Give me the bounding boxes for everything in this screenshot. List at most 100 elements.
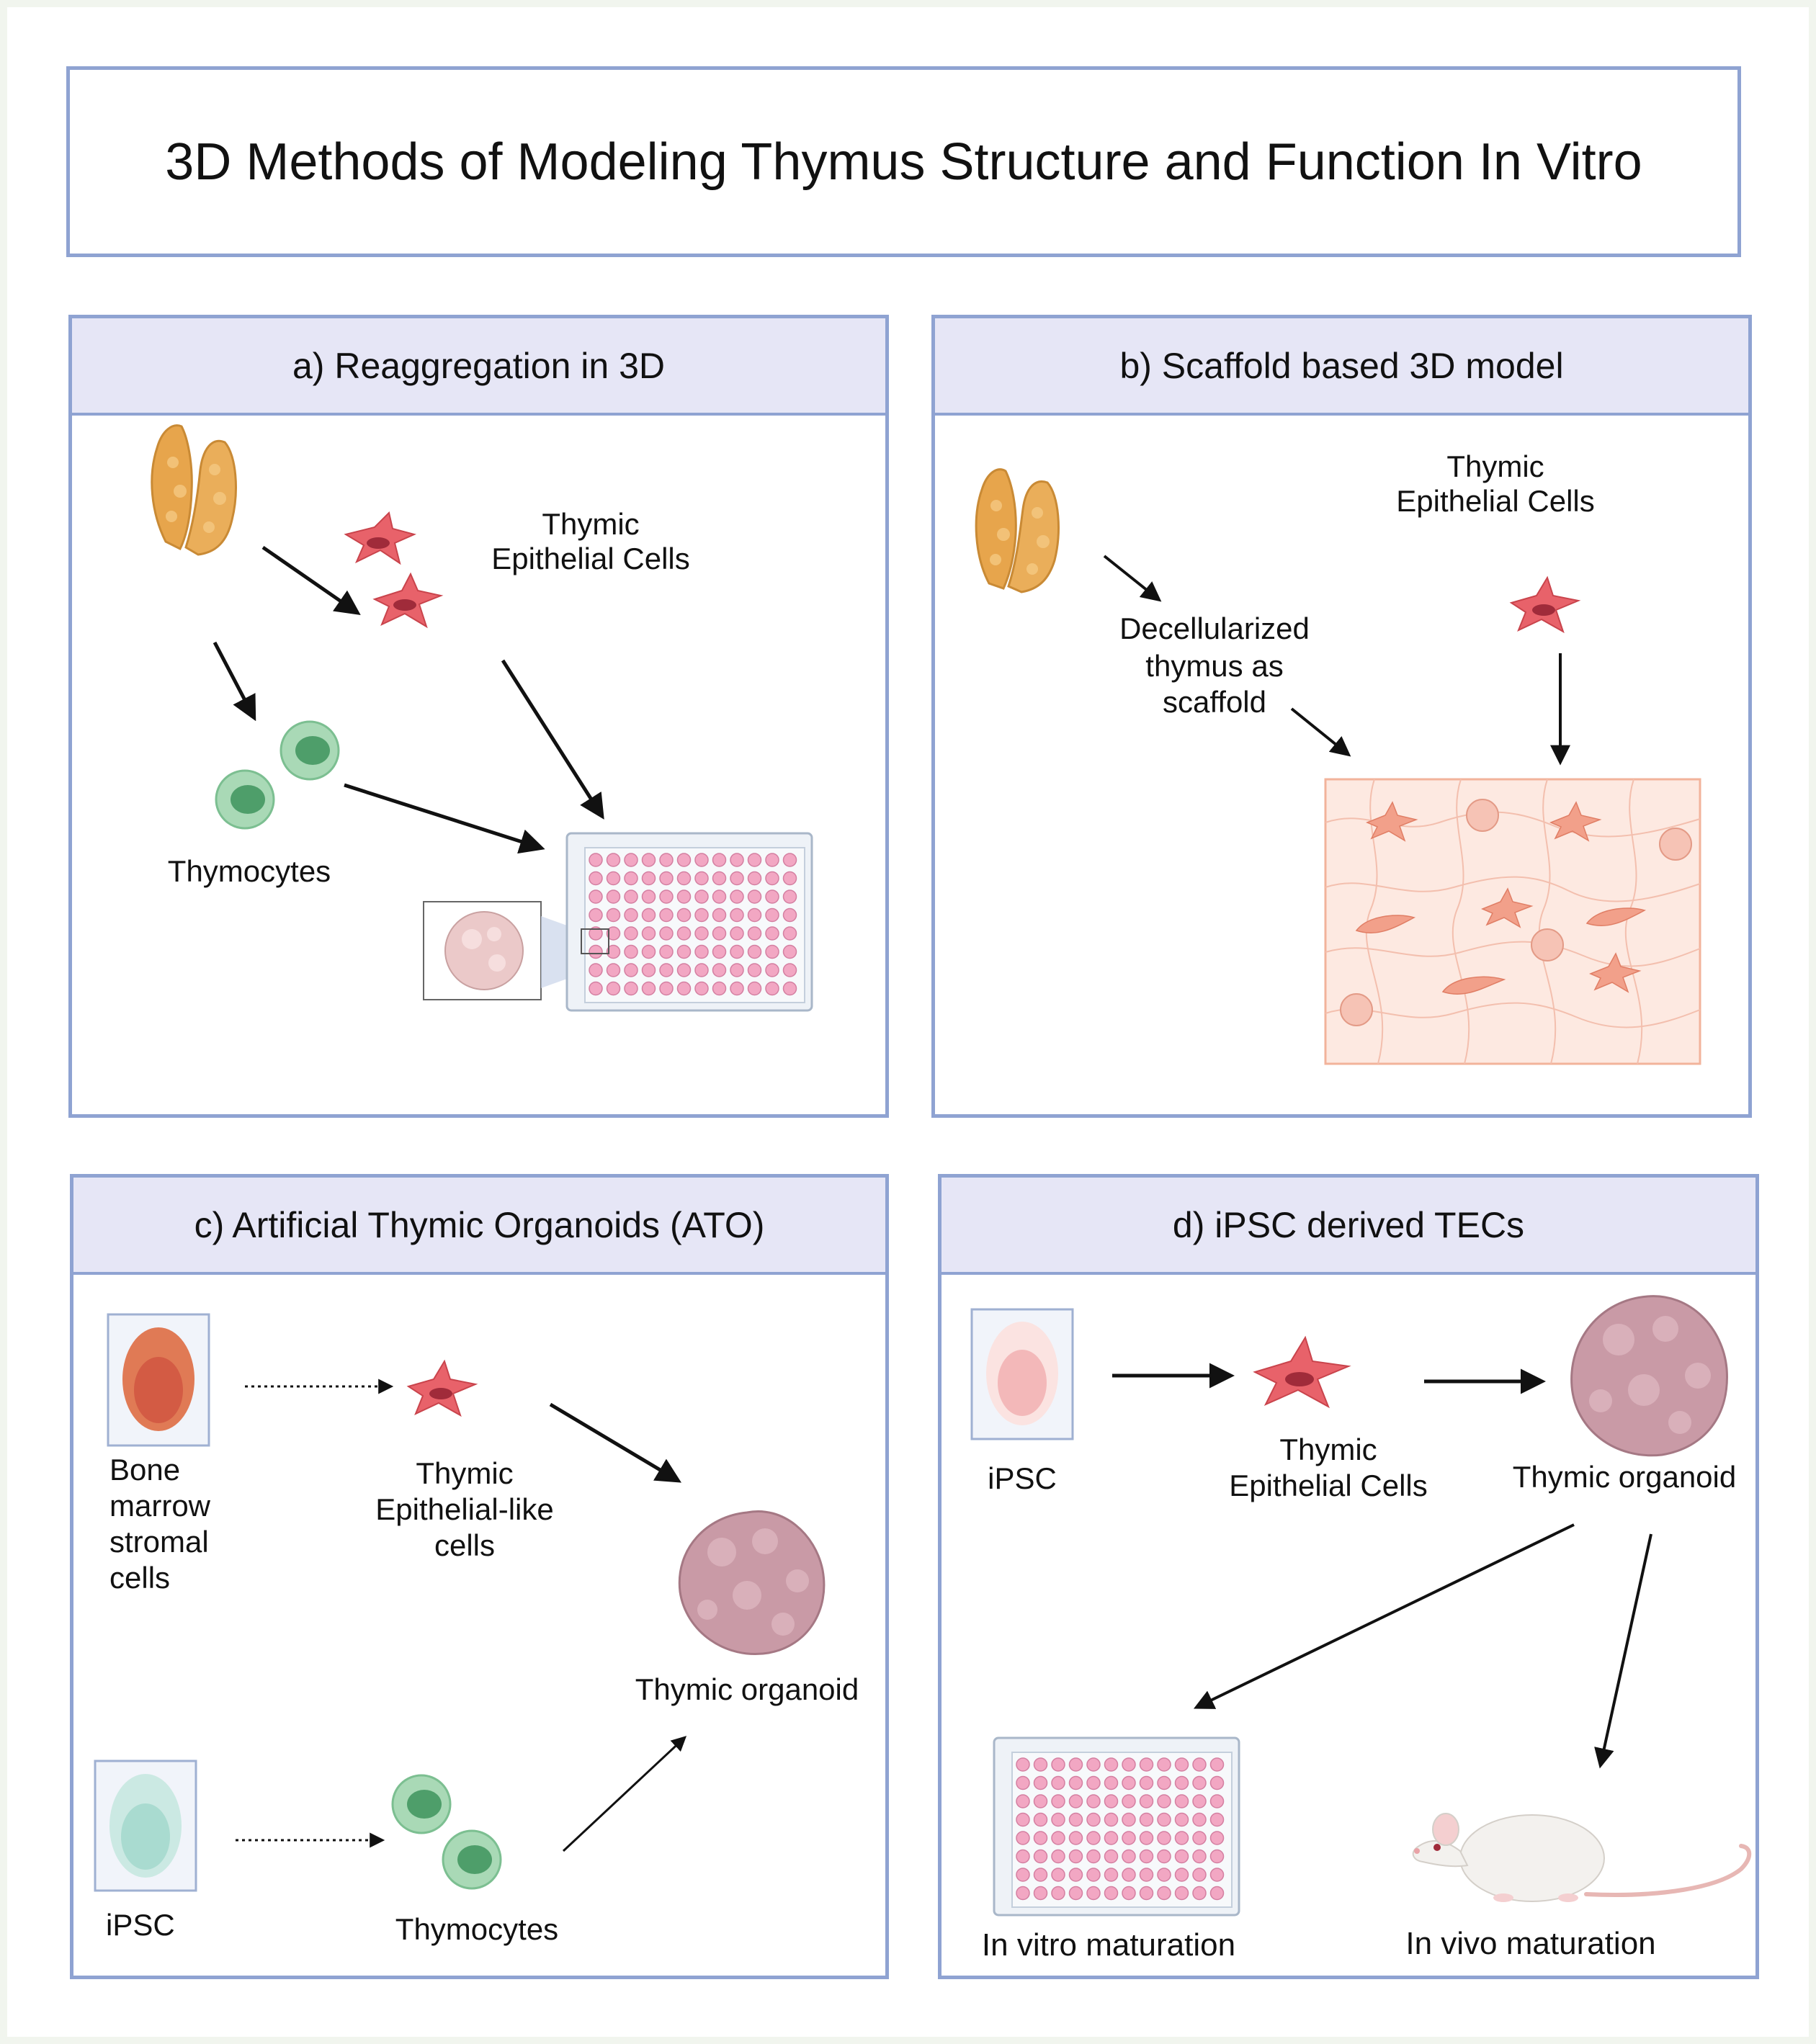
well	[624, 926, 638, 941]
well	[1157, 1794, 1171, 1808]
well	[712, 907, 727, 923]
well	[1086, 1831, 1101, 1845]
well	[676, 907, 692, 923]
tec-label-line2: Epithelial Cells	[1229, 1469, 1427, 1502]
well	[1174, 1849, 1189, 1864]
well	[624, 871, 638, 886]
well	[1139, 1868, 1154, 1882]
well	[1104, 1775, 1119, 1790]
well	[1068, 1775, 1083, 1790]
panel-a-reaggregation: a) Reaggregation in 3D Thymic Epithelial…	[68, 315, 889, 1118]
well	[1016, 1849, 1030, 1864]
well	[1192, 1831, 1207, 1845]
well	[730, 944, 744, 959]
well	[1122, 1757, 1136, 1772]
well	[1033, 1812, 1048, 1827]
well	[624, 853, 638, 867]
well	[1192, 1794, 1207, 1808]
well	[782, 944, 797, 959]
well	[624, 907, 638, 923]
well	[606, 963, 621, 977]
well	[1051, 1775, 1065, 1790]
well	[1104, 1831, 1119, 1845]
well	[747, 871, 762, 886]
well	[1068, 1886, 1083, 1901]
well	[1174, 1868, 1189, 1882]
well	[1139, 1849, 1154, 1864]
well	[1139, 1775, 1154, 1790]
panel-a-illustration: Thymic Epithelial Cells Thymocytes	[151, 424, 813, 1012]
well	[747, 963, 762, 977]
well	[1068, 1812, 1083, 1827]
well	[1086, 1849, 1101, 1864]
well	[589, 889, 603, 904]
well	[1051, 1849, 1065, 1864]
well	[1016, 1775, 1030, 1790]
well	[676, 944, 692, 959]
well	[694, 853, 709, 867]
well	[1033, 1849, 1048, 1864]
well	[1174, 1812, 1189, 1827]
ipsc-cell-icon	[94, 1760, 197, 1892]
well	[1086, 1812, 1101, 1827]
well	[659, 907, 674, 923]
thymic-epithelial-cell-icon	[1253, 1335, 1351, 1409]
thymic-organoid-icon	[678, 1510, 826, 1655]
well	[1122, 1775, 1136, 1790]
well	[1051, 1868, 1065, 1882]
well	[1192, 1849, 1207, 1864]
well	[589, 926, 603, 941]
well	[782, 889, 797, 904]
well	[1139, 1886, 1154, 1901]
well	[747, 944, 762, 959]
panel-a-arrows	[213, 545, 604, 854]
panel-d-top-arrows	[1112, 1363, 1546, 1394]
tec-label-line2: Epithelial Cells	[491, 542, 689, 575]
well	[1174, 1886, 1189, 1901]
well	[712, 963, 727, 977]
well	[730, 926, 744, 941]
panel-b-header: b) Scaffold based 3D model	[935, 318, 1748, 416]
well	[1192, 1757, 1207, 1772]
well	[641, 853, 656, 867]
well	[730, 963, 744, 977]
well	[659, 853, 674, 867]
well	[1157, 1849, 1171, 1864]
well	[1192, 1886, 1207, 1901]
well	[765, 853, 779, 867]
well	[765, 907, 779, 923]
well	[1122, 1831, 1136, 1845]
well	[730, 981, 744, 996]
panel-b-illustration: Thymic Epithelial Cells Decellularized t…	[975, 449, 1701, 1065]
panel-b-arrows	[1103, 555, 1570, 766]
well	[624, 981, 638, 996]
well	[1104, 1794, 1119, 1808]
well	[606, 981, 621, 996]
well	[641, 963, 656, 977]
well	[782, 871, 797, 886]
well	[1016, 1831, 1030, 1845]
title-box: 3D Methods of Modeling Thymus Structure …	[66, 66, 1741, 257]
well	[659, 889, 674, 904]
thymocytes-label: Thymocytes	[168, 854, 331, 888]
well	[589, 853, 603, 867]
tel-label-line3: cells	[434, 1528, 495, 1562]
well-plate-icon	[565, 832, 813, 1012]
bm-label-line4: cells	[109, 1561, 170, 1595]
tec-label-line1: Thymic	[1279, 1433, 1377, 1466]
well	[1033, 1757, 1048, 1772]
panel-c-illustration: Bone marrow stromal cells Thymic Epithel…	[94, 1313, 859, 1946]
thymocytes-icon	[391, 1774, 502, 1890]
decell-label-line2: thymus as	[1145, 649, 1283, 683]
mouse-icon	[1412, 1813, 1752, 1902]
well	[1016, 1868, 1030, 1882]
well	[589, 871, 603, 886]
thymic-epithelial-cells-icon	[344, 511, 444, 629]
well	[1104, 1849, 1119, 1864]
panel-a-header: a) Reaggregation in 3D	[72, 318, 885, 416]
well	[606, 889, 621, 904]
well	[782, 907, 797, 923]
well	[659, 871, 674, 886]
well	[676, 871, 692, 886]
well	[1209, 1757, 1225, 1772]
